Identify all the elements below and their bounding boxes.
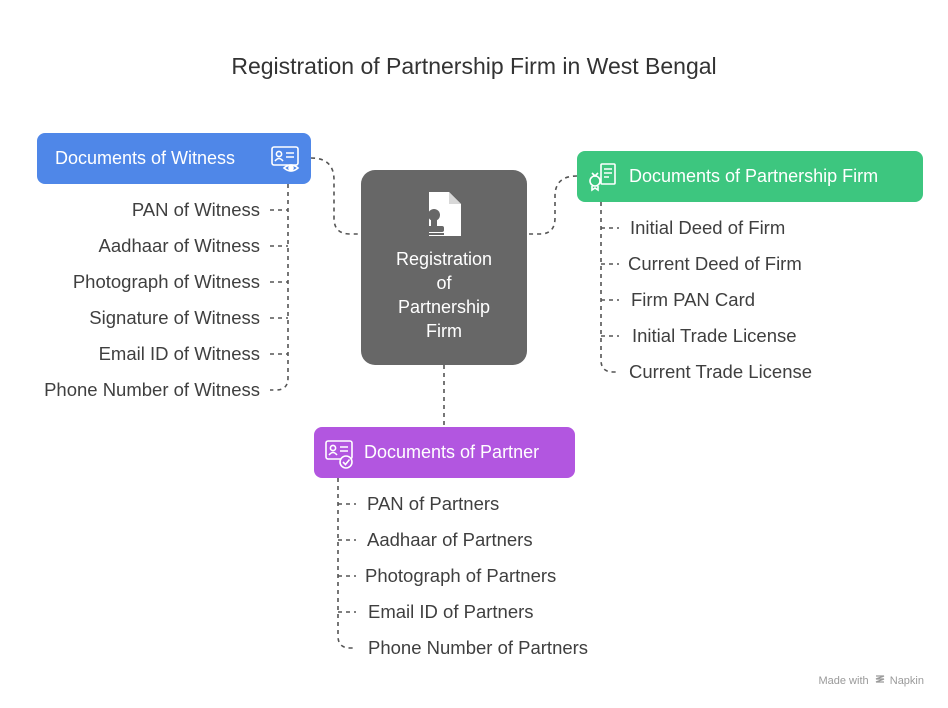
connector-firm-center [527,175,578,235]
firm-item: Initial Trade License [632,325,797,346]
firm-item: Current Trade License [629,361,813,382]
category-firm: Documents of Partnership Firm [577,151,923,202]
id-card-eye-icon [270,144,300,179]
firm-item: Firm PAN Card [631,289,756,310]
connector-witness-center [310,157,361,235]
certificate-icon [587,162,619,197]
diagram-title: Registration of Partnership Firm in West… [231,53,717,79]
connector-partner-spine [337,478,356,649]
category-partner: Documents of Partner [314,427,575,478]
center-node: Registration of Partnership Firm [361,170,527,365]
document-stamp-icon [421,190,469,245]
firm-item: Current Deed of Firm [628,253,802,274]
witness-item: PAN of Witness [131,199,260,220]
category-witness-label: Documents of Witness [55,148,236,168]
center-label: Registration of Partnership Firm [395,249,493,341]
watermark-prefix: Made with [818,675,869,687]
partner-item: Aadhaar of Partners [367,529,533,550]
id-card-check-icon [324,438,356,475]
partner-item: PAN of Partners [367,493,500,514]
connector-witness-spine [270,184,289,391]
partner-item: Photograph of Partners [365,565,557,586]
partner-item: Phone Number of Partners [368,637,589,658]
witness-item: Signature of Witness [89,307,260,328]
partner-item: Email ID of Partners [368,601,534,622]
witness-item: Email ID of Witness [98,343,260,364]
category-firm-label: Documents of Partnership Firm [629,166,879,186]
connector-firm-spine [600,202,619,373]
witness-item: Aadhaar of Witness [98,235,260,256]
witness-item: Phone Number of Witness [44,379,260,400]
witness-item: Photograph of Witness [72,271,260,292]
category-partner-label: Documents of Partner [364,442,540,462]
category-witness: Documents of Witness [37,133,311,184]
watermark-brand: Napkin [889,675,924,687]
watermark: Made with Napkin [818,674,924,687]
napkin-logo-icon [875,674,885,687]
firm-item: Initial Deed of Firm [630,217,786,238]
